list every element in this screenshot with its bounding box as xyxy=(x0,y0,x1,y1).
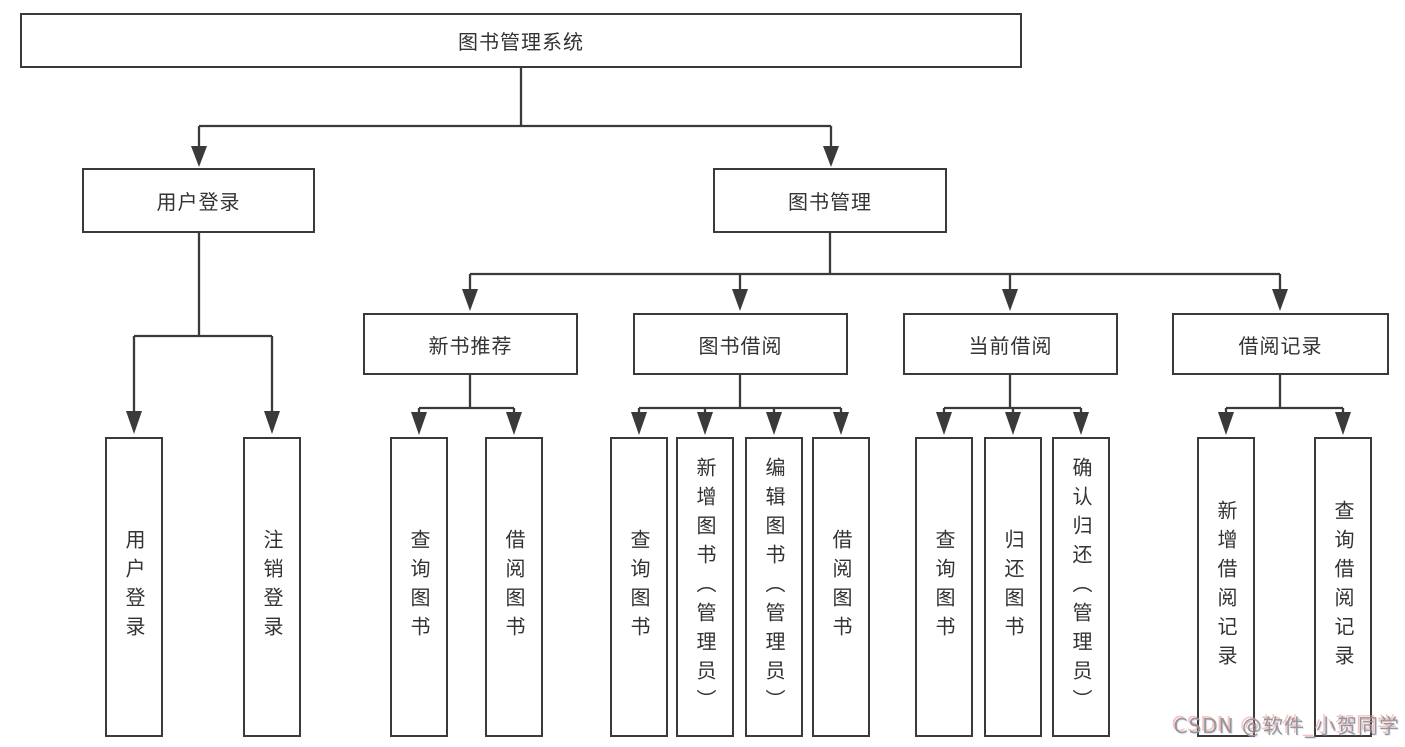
leaf-label: 用户登录 xyxy=(122,529,146,645)
leaf-label: 查询图书 xyxy=(407,529,431,645)
leaf-user-login: 用户登录 xyxy=(105,437,163,737)
node-borrowing-records: 借阅记录 xyxy=(1172,313,1389,375)
arrowhead-down-icon xyxy=(411,412,427,435)
leaf-label: 查询图书 xyxy=(932,529,956,645)
leaf-add-books-admin: 新增图书（管理员） xyxy=(676,437,734,737)
arrowhead-down-icon xyxy=(631,412,647,435)
leaf-query-books: 查询图书 xyxy=(390,437,448,737)
arrowhead-down-icon xyxy=(462,289,478,311)
arrowhead-down-icon xyxy=(1335,412,1351,435)
arrowhead-down-icon xyxy=(1002,289,1018,311)
leaf-label: 编辑图书（管理员） xyxy=(762,456,786,718)
csdn-watermark: CSDN @软件_小贺同学 xyxy=(1173,714,1400,738)
leaf-label: 归还图书 xyxy=(1001,529,1025,645)
arrowhead-down-icon xyxy=(833,412,849,435)
leaf-query-books: 查询图书 xyxy=(610,437,668,737)
leaf-label: 确认归还（管理员） xyxy=(1069,456,1093,718)
leaf-label: 借阅图书 xyxy=(502,529,526,645)
leaf-edit-books-admin: 编辑图书（管理员） xyxy=(745,437,803,737)
leaf-query-books: 查询图书 xyxy=(915,437,973,737)
node-library-management-system: 图书管理系统 xyxy=(20,13,1022,68)
leaf-label: 新增图书（管理员） xyxy=(693,456,717,718)
arrowhead-down-icon xyxy=(126,411,142,434)
node-current-borrowing: 当前借阅 xyxy=(903,313,1118,375)
leaf-borrow-books: 借阅图书 xyxy=(485,437,543,737)
arrowhead-down-icon xyxy=(1272,289,1288,311)
leaf-return-books: 归还图书 xyxy=(984,437,1042,737)
arrowhead-down-icon xyxy=(936,412,952,435)
arrowhead-down-icon xyxy=(506,412,522,435)
node-book-management: 图书管理 xyxy=(713,168,947,233)
leaf-add-borrow-record: 新增借阅记录 xyxy=(1197,437,1255,737)
leaf-query-borrow-record: 查询借阅记录 xyxy=(1314,437,1372,737)
arrowhead-down-icon xyxy=(1073,412,1089,435)
arrowhead-down-icon xyxy=(823,146,839,167)
node-user-login: 用户登录 xyxy=(82,168,315,233)
leaf-label: 查询借阅记录 xyxy=(1331,500,1355,674)
arrowhead-down-icon xyxy=(191,146,207,167)
node-new-book-recommend: 新书推荐 xyxy=(363,313,578,375)
leaf-borrow-books: 借阅图书 xyxy=(812,437,870,737)
leaf-confirm-return-admin: 确认归还（管理员） xyxy=(1052,437,1110,737)
leaf-logout: 注销登录 xyxy=(243,437,301,737)
leaf-label: 注销登录 xyxy=(260,529,284,645)
node-book-borrowing: 图书借阅 xyxy=(633,313,848,375)
leaf-label: 借阅图书 xyxy=(829,529,853,645)
arrowhead-down-icon xyxy=(1218,412,1234,435)
arrowhead-down-icon xyxy=(264,411,280,434)
arrowhead-down-icon xyxy=(1005,412,1021,435)
arrowhead-down-icon xyxy=(697,412,713,435)
leaf-label: 查询图书 xyxy=(627,529,651,645)
arrowhead-down-icon xyxy=(766,412,782,435)
arrowhead-down-icon xyxy=(732,289,748,311)
leaf-label: 新增借阅记录 xyxy=(1214,500,1238,674)
